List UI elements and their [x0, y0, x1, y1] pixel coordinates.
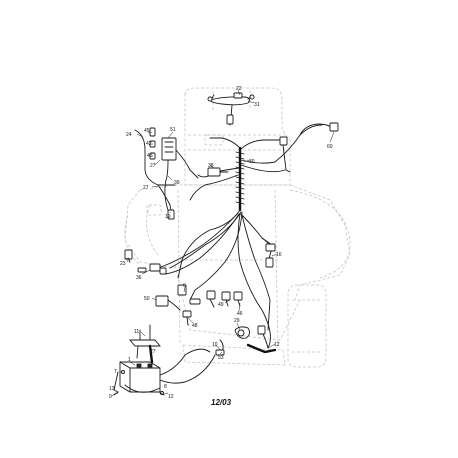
leader-lines	[111, 89, 335, 397]
callout-12: 12	[274, 342, 280, 348]
callout-50: 50	[144, 296, 150, 302]
callout-39: 39	[174, 180, 180, 186]
callout-23: 23	[120, 261, 126, 267]
callout-60: 60	[327, 144, 333, 150]
callout-labels: 22 31 24 45 51 42 43 27 38 30 27 39 19 2…	[109, 86, 333, 400]
callout-13: 13	[109, 386, 115, 392]
callout-16: 16	[276, 252, 282, 258]
starter-cable-group	[215, 325, 277, 356]
callout-43: 43	[147, 153, 153, 159]
revision-label: 12/03	[211, 398, 232, 407]
connector-group-center	[155, 284, 243, 326]
callout-46: 46	[237, 311, 243, 317]
ignition-module-group	[134, 127, 229, 220]
callout-1: 1	[128, 357, 131, 363]
callout-49: 49	[218, 302, 224, 308]
callout-11: 11	[134, 329, 139, 335]
headlight-harness	[207, 92, 255, 126]
battery-assembly	[113, 324, 216, 396]
callout-45: 45	[144, 128, 150, 134]
seat-switch-harness	[279, 122, 339, 173]
callout-51: 51	[170, 127, 176, 133]
main-wiring-harness	[157, 124, 323, 349]
callout-27a: 27	[150, 163, 156, 169]
callout-12b: 12	[168, 394, 174, 400]
callout-27b: 27	[143, 185, 149, 191]
callout-6: 6	[183, 283, 186, 289]
callout-53: 53	[218, 355, 224, 361]
switch-group-left	[124, 249, 167, 275]
tractor-frame-outline	[124, 87, 351, 368]
callout-24: 24	[126, 132, 132, 138]
callout-31: 31	[254, 102, 260, 108]
callout-7: 7	[114, 369, 117, 375]
callout-19: 19	[165, 214, 171, 220]
callout-22: 22	[236, 86, 242, 92]
callout-48: 48	[192, 323, 198, 329]
callout-42: 42	[146, 141, 152, 147]
callout-36: 36	[136, 275, 142, 281]
callout-8: 8	[164, 384, 167, 390]
callout-10: 10	[212, 342, 218, 348]
callout-27c: 27	[150, 349, 156, 355]
callout-30: 30	[249, 159, 255, 165]
callout-29: 29	[234, 318, 240, 324]
callout-38: 38	[208, 163, 214, 169]
callout-9: 9	[109, 394, 112, 400]
